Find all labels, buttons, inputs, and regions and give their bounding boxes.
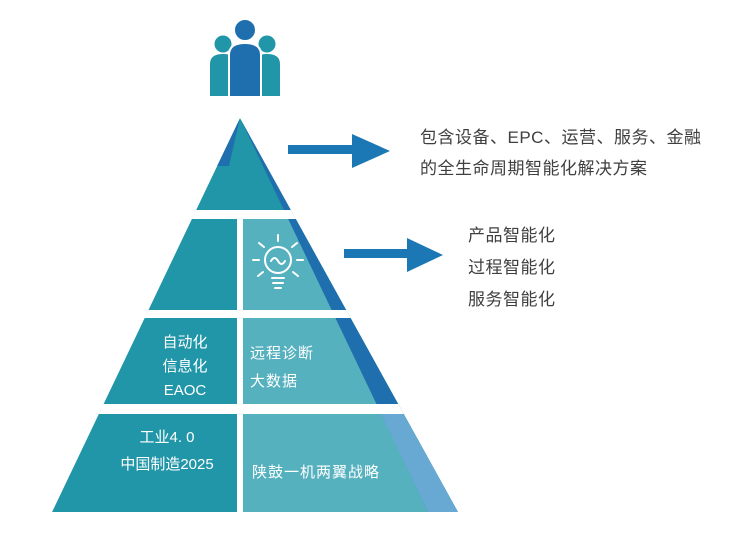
tier-gap-1 — [52, 210, 458, 219]
annotation-top-line-2: 的全生命周期智能化解决方案 — [420, 159, 648, 178]
person-left-head — [214, 35, 232, 53]
tier3-left-line-1: 自动化 — [162, 334, 208, 351]
person-right-head — [258, 35, 276, 53]
tier4-left-line-1: 工业4. 0 — [139, 429, 195, 446]
tier-gap-3 — [52, 404, 458, 414]
tier3-left-line-3: EAOC — [163, 382, 207, 399]
people-group-icon — [210, 18, 280, 98]
person-center-body — [228, 41, 262, 98]
person-center-head — [233, 18, 257, 42]
annotation-middle-line-3: 服务智能化 — [468, 290, 556, 309]
annotation-middle: 产品智能化 过程智能化 服务智能化 — [468, 220, 556, 316]
annotation-middle-line-2: 过程智能化 — [468, 258, 556, 277]
annotation-top-line-1: 包含设备、EPC、运营、服务、金融 — [420, 128, 702, 147]
tier4-right-label: 陕鼓一机两翼战略 — [252, 464, 381, 481]
tier4-left-line-2: 中国制造2025 — [120, 456, 214, 473]
arrow-top-icon — [288, 134, 390, 168]
column-divider — [237, 219, 243, 512]
annotation-top: 包含设备、EPC、运营、服务、金融 的全生命周期智能化解决方案 — [420, 122, 701, 184]
arrow-middle-icon — [344, 238, 443, 272]
tier3-right-line-1: 远程诊断 — [250, 345, 315, 362]
tier3-right-label: 远程诊断 大数据 — [250, 340, 314, 396]
tier-gap-2 — [52, 310, 458, 318]
annotation-middle-line-1: 产品智能化 — [468, 226, 556, 245]
tier3-left-label: 自动化 信息化 EAOC — [128, 331, 242, 403]
tier3-left-line-2: 信息化 — [162, 358, 208, 375]
lightbulb-icon — [252, 234, 304, 289]
tier4-left-label: 工业4. 0 中国制造2025 — [94, 424, 240, 478]
pyramid-side-band-light — [381, 414, 458, 512]
tier3-right-line-2: 大数据 — [250, 373, 299, 390]
